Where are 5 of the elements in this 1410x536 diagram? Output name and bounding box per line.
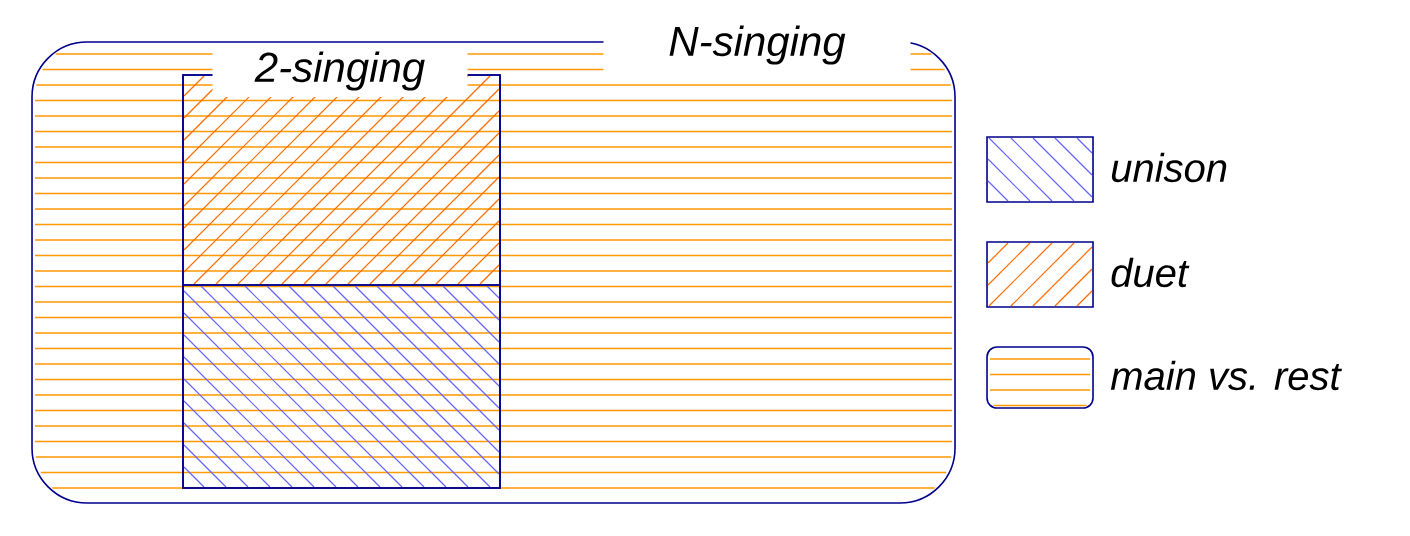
legend-label: unison [1111,152,1227,183]
hatched-box [182,284,501,489]
legend-label: duet [1111,257,1190,288]
region-box: 2-singing [182,45,501,489]
legend-label: main vs. rest [1110,360,1342,391]
